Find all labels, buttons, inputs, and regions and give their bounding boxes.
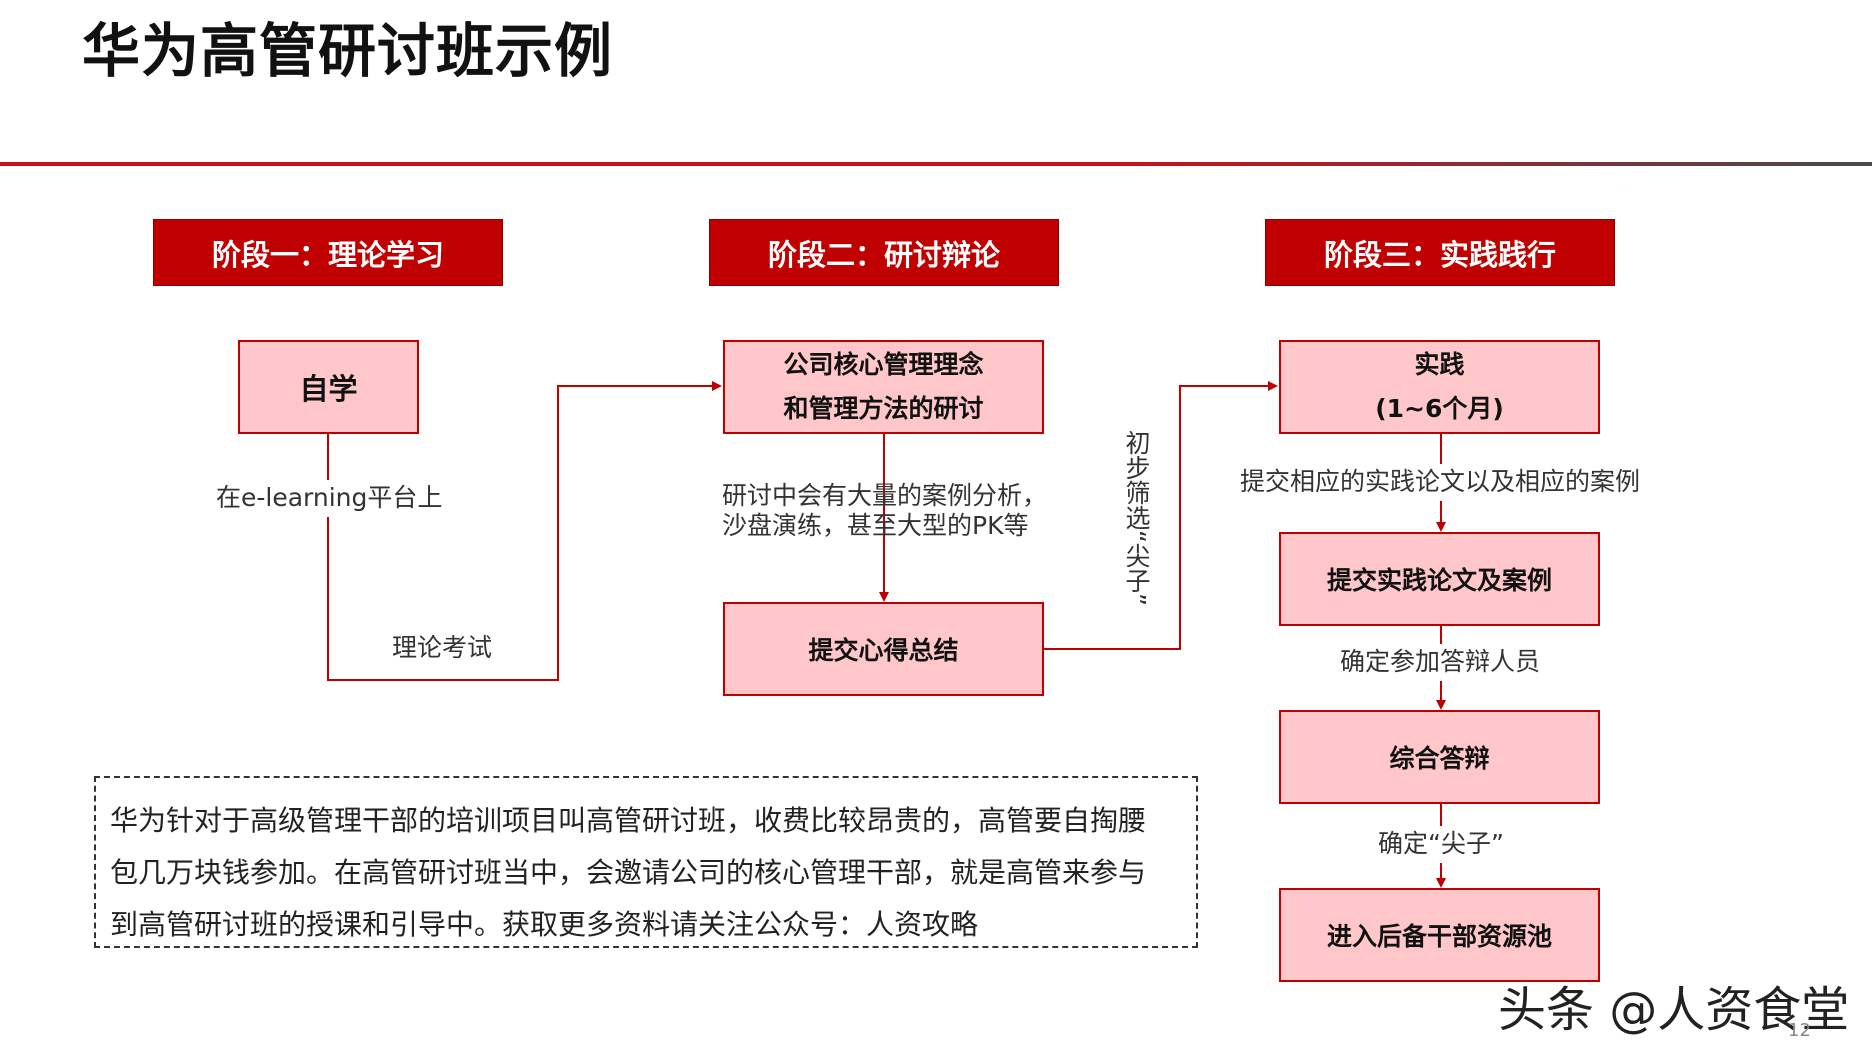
label-theory-exam: 理论考试 xyxy=(392,633,493,662)
box-reserve-pool: 进入后备干部资源池 xyxy=(1279,888,1600,982)
box-defense: 综合答辩 xyxy=(1279,710,1600,804)
box-submit-paper-text: 提交实践论文及案例 xyxy=(1326,566,1552,595)
title-divider xyxy=(0,162,1872,166)
stage-header-discussion: 阶段二：研讨辩论 xyxy=(709,219,1059,286)
box-self-study-text: 自学 xyxy=(299,372,358,406)
note-line3: 到高管研讨班的授课和引导中。获取更多资料请关注公众号：人资攻略 xyxy=(110,908,979,941)
connector-summary-to-practice xyxy=(1043,381,1278,650)
box-summary: 提交心得总结 xyxy=(723,602,1044,696)
label-discussion-line2: 沙盘演练，甚至大型的PK等 xyxy=(722,511,1029,540)
box-practice-line1: 实践 xyxy=(1414,350,1465,379)
note-line1: 华为针对于高级管理干部的培训项目叫高管研讨班，收费比较昂贵的，高管要自掏腰 xyxy=(110,804,1147,837)
label-determine-top: 确定“尖子” xyxy=(1378,826,1504,863)
box-submit-paper: 提交实践论文及案例 xyxy=(1279,532,1600,626)
box-core-mgmt-line2: 和管理方法的研讨 xyxy=(783,394,984,423)
label-submit-related: 提交相应的实践论文以及相应的案例 xyxy=(1240,464,1641,501)
label-elearning: 在e-learning平台上 xyxy=(216,480,443,517)
box-core-mgmt-line1: 公司核心管理理念 xyxy=(783,350,984,379)
page-title: 华为高管研讨班示例 xyxy=(82,17,614,85)
description-note-box: 华为针对于高级管理干部的培训项目叫高管研讨班，收费比较昂贵的，高管要自掏腰 包几… xyxy=(94,776,1198,948)
box-practice: 实践 (1~6个月) xyxy=(1279,340,1600,434)
box-core-mgmt: 公司核心管理理念 和管理方法的研讨 xyxy=(723,340,1044,434)
connector-self-study-to-core-mgmt xyxy=(327,381,722,681)
label-determine-participants: 确定参加答辩人员 xyxy=(1340,644,1541,681)
box-practice-line2: (1~6个月) xyxy=(1375,394,1504,423)
watermark: 头条 @人资食堂 xyxy=(1498,982,1850,1038)
note-line2: 包几万块钱参加。在高管研讨班当中，会邀请公司的核心管理干部，就是高管来参与 xyxy=(110,856,1147,889)
label-discussion-line1: 研讨中会有大量的案例分析， xyxy=(722,481,1048,510)
page-number: 12 xyxy=(1788,1020,1811,1041)
box-reserve-pool-text: 进入后备干部资源池 xyxy=(1326,922,1552,951)
box-self-study: 自学 xyxy=(238,340,419,434)
label-initial-screening: 初步筛选“尖子” xyxy=(1122,430,1151,606)
stage-header-practice: 阶段三：实践践行 xyxy=(1265,219,1615,286)
box-defense-text: 综合答辩 xyxy=(1389,744,1490,773)
box-summary-text: 提交心得总结 xyxy=(808,636,959,665)
stage-header-theory: 阶段一：理论学习 xyxy=(153,219,503,286)
